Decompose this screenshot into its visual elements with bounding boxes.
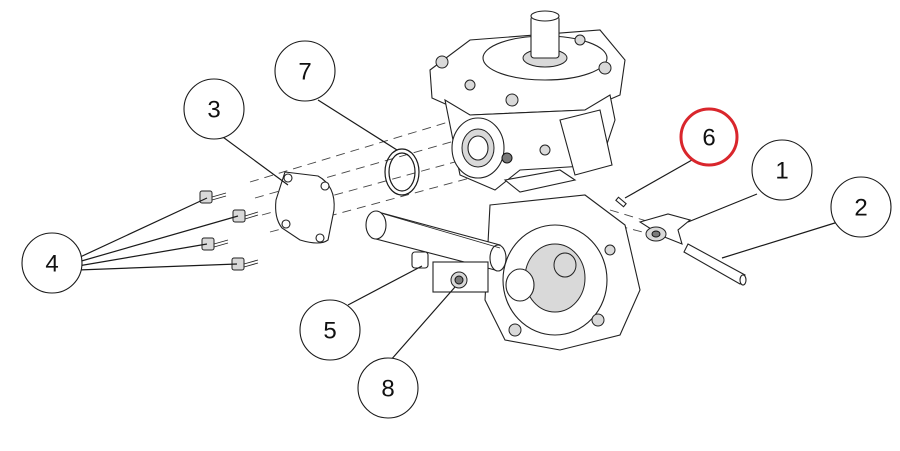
callout-5[interactable]: 5 — [299, 299, 361, 361]
screw — [232, 209, 259, 223]
callout-7[interactable]: 7 — [274, 40, 336, 102]
callout-2[interactable]: 2 — [830, 176, 892, 238]
shaft-part — [683, 243, 747, 286]
callout-3[interactable]: 3 — [183, 78, 245, 140]
callout-6[interactable]: 6 — [679, 107, 739, 167]
shift-fork-part — [638, 213, 692, 245]
callout-5-label: 5 — [323, 318, 336, 345]
callout-1-label: 1 — [775, 158, 788, 185]
leader-lines — [77, 99, 839, 362]
callout-4[interactable]: 4 — [21, 232, 83, 294]
callout-6-label: 6 — [702, 125, 715, 152]
main-housing — [365, 10, 641, 351]
screw — [199, 190, 227, 204]
pin-part — [615, 196, 627, 208]
callout-8[interactable]: 8 — [357, 357, 419, 419]
screws-part — [199, 190, 259, 271]
callout-2-label: 2 — [854, 195, 867, 222]
callout-8-label: 8 — [381, 376, 394, 403]
screw — [201, 237, 229, 251]
cover-plate-part — [275, 171, 335, 244]
callout-1[interactable]: 1 — [751, 139, 813, 201]
o-ring-part — [384, 148, 420, 196]
screw — [231, 257, 259, 271]
callout-3-label: 3 — [207, 97, 220, 124]
callout-4-label: 4 — [45, 251, 58, 278]
callout-7-label: 7 — [298, 59, 311, 86]
